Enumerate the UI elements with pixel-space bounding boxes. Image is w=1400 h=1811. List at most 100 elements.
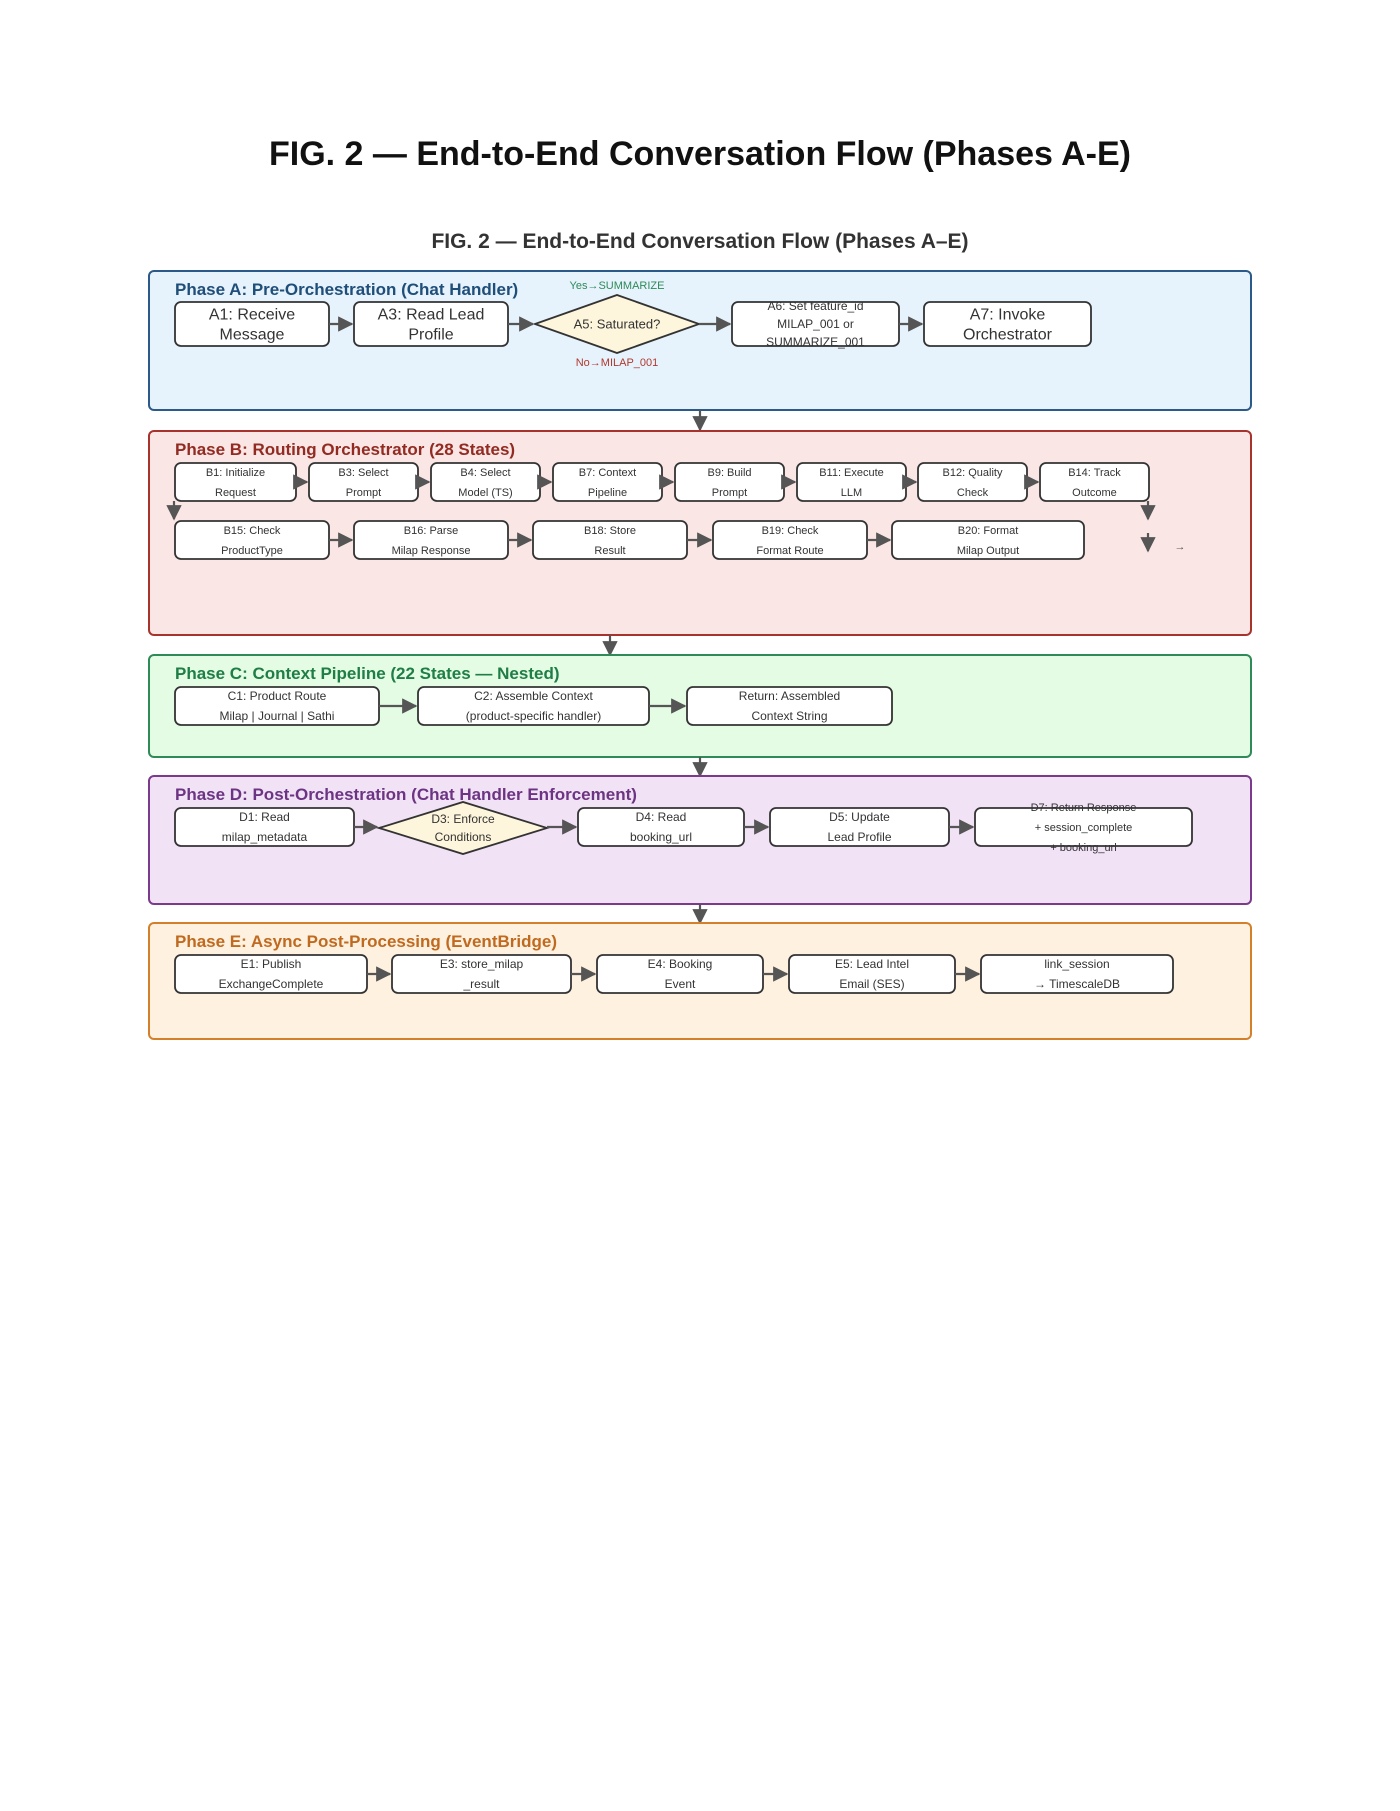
node-b4-label: B4: Select xyxy=(460,467,510,479)
node-e6: link_session → TimescaleDB xyxy=(981,955,1173,993)
node-b18-label: B18: Store xyxy=(584,525,636,537)
node-d5-label: Lead Profile xyxy=(827,830,891,844)
node-d7-label: + session_complete xyxy=(1035,822,1133,834)
phase-e-title: Phase E: Async Post-Processing (EventBri… xyxy=(175,932,557,951)
node-c1-label: Milap | Journal | Sathi xyxy=(220,709,335,723)
no-branch-label: No→MILAP_001 xyxy=(576,357,659,369)
node-a3: A3: Read LeadProfile xyxy=(354,302,508,346)
node-e3-label: _result xyxy=(462,977,500,991)
decision-d3-label: Conditions xyxy=(435,830,492,844)
node-b11-label: LLM xyxy=(841,487,862,499)
node-e4-label: E4: Booking xyxy=(648,957,713,971)
node-b3-label: B3: Select xyxy=(338,467,388,479)
node-a6-label: A6: Set feature_id xyxy=(767,299,863,313)
node-b18-label: Result xyxy=(594,545,625,557)
node-e3: E3: store_milap _result xyxy=(392,955,571,993)
node-e5-label: E5: Lead Intel xyxy=(835,957,909,971)
node-b7-label: B7: Context xyxy=(579,467,636,479)
node-d5: D5: UpdateLead Profile xyxy=(770,808,949,846)
node-b20-label: B20: Format xyxy=(958,525,1019,537)
node-b16: B16: ParseMilap Response xyxy=(354,521,508,559)
node-b9-label: Prompt xyxy=(712,487,747,499)
node-e5: E5: Lead IntelEmail (SES) xyxy=(789,955,955,993)
side-arrow-label: → xyxy=(1175,541,1186,553)
node-d7: D7: Return Response+ session_complete+ b… xyxy=(975,802,1192,854)
node-b7-label: Pipeline xyxy=(588,487,627,499)
node-b12-label: B12: Quality xyxy=(943,467,1003,479)
node-cr-label: Return: Assembled xyxy=(739,689,840,703)
phase-b-title: Phase B: Routing Orchestrator (28 States… xyxy=(175,440,515,459)
node-b9: B9: BuildPrompt xyxy=(675,463,784,501)
node-e4-label: Event xyxy=(665,977,696,991)
node-a7-label: A7: Invoke xyxy=(970,307,1046,324)
node-b20-label: Milap Output xyxy=(957,545,1019,557)
node-a1-label: Message xyxy=(220,327,285,344)
node-a6: A6: Set feature_idMILAP_001 or SUMMARIZE_… xyxy=(732,299,899,349)
decision-a5-label: A5: Saturated? xyxy=(574,317,661,332)
node-e1-label: E1: Publish xyxy=(241,957,302,971)
node-b19-label: Format Route xyxy=(756,545,823,557)
node-b12-label: Check xyxy=(957,487,989,499)
node-b3-label: Prompt xyxy=(346,487,381,499)
node-b15: B15: CheckProductType xyxy=(175,521,329,559)
node-cr-label: Context String xyxy=(751,709,827,723)
phase-c-title: Phase C: Context Pipeline (22 States — N… xyxy=(175,664,560,683)
node-b3: B3: SelectPrompt xyxy=(309,463,418,501)
node-a1: A1: ReceiveMessage xyxy=(175,302,329,346)
node-b7: B7: ContextPipeline xyxy=(553,463,662,501)
node-a7: A7: InvokeOrchestrator xyxy=(924,302,1091,346)
node-e5-label: Email (SES) xyxy=(839,977,904,991)
node-b16-label: B16: Parse xyxy=(404,525,458,537)
node-c2: C2: Assemble Context (product-specific ha… xyxy=(418,687,649,725)
node-c1-label: C1: Product Route xyxy=(228,689,327,703)
node-c1: C1: Product RouteMilap | Journal | Sathi xyxy=(175,687,379,725)
node-b1-label: Request xyxy=(215,487,256,499)
node-e6-label: link_session xyxy=(1044,957,1109,971)
node-d4-label: booking_url xyxy=(630,830,692,844)
node-e6-label: → TimescaleDB xyxy=(1034,977,1120,991)
node-b4-label: Model (TS) xyxy=(458,487,512,499)
node-d1-label: milap_metadata xyxy=(222,830,308,844)
node-b16-label: Milap Response xyxy=(392,545,471,557)
node-cr: Return: AssembledContext String xyxy=(687,687,892,725)
node-b1-label: B1: Initialize xyxy=(206,467,265,479)
node-a3-label: A3: Read Lead xyxy=(378,307,485,324)
node-c2-label: (product-specific handler) xyxy=(466,709,601,723)
node-b12: B12: QualityCheck xyxy=(918,463,1027,501)
node-b14-label: Outcome xyxy=(1072,487,1117,499)
node-b15-label: B15: Check xyxy=(224,525,281,537)
node-a1-label: A1: Receive xyxy=(209,307,295,324)
node-b11: B11: ExecuteLLM xyxy=(797,463,906,501)
node-d1-label: D1: Read xyxy=(239,810,290,824)
node-b1: B1: InitializeRequest xyxy=(175,463,296,501)
phase-a-title: Phase A: Pre-Orchestration (Chat Handler… xyxy=(175,280,518,299)
node-a6-label: MILAP_001 or xyxy=(777,317,854,331)
node-b19: B19: CheckFormat Route xyxy=(713,521,867,559)
node-b18: B18: StoreResult xyxy=(533,521,687,559)
node-a6-label: SUMMARIZE_001 xyxy=(766,335,865,349)
node-b14: B14: TrackOutcome xyxy=(1040,463,1149,501)
node-d5-label: D5: Update xyxy=(829,810,890,824)
node-b19-label: B19: Check xyxy=(762,525,819,537)
node-b15-label: ProductType xyxy=(221,545,283,557)
node-d1: D1: Read milap_metadata xyxy=(175,808,354,846)
node-e4: E4: BookingEvent xyxy=(597,955,763,993)
phase-d-title: Phase D: Post-Orchestration (Chat Handle… xyxy=(175,785,637,804)
node-c2-label: C2: Assemble Context xyxy=(474,689,593,703)
node-e3-label: E3: store_milap xyxy=(440,957,524,971)
node-d7-label: D7: Return Response xyxy=(1031,802,1137,814)
yes-branch-label: Yes→SUMMARIZE xyxy=(570,280,665,292)
node-d4-label: D4: Read xyxy=(636,810,687,824)
node-b20: B20: FormatMilap Output xyxy=(892,521,1084,559)
node-b4: B4: SelectModel (TS) xyxy=(431,463,540,501)
decision-d3-label: D3: Enforce xyxy=(431,812,495,826)
node-b14-label: B14: Track xyxy=(1068,467,1121,479)
node-e1-label: ExchangeComplete xyxy=(219,977,324,991)
node-a7-label: Orchestrator xyxy=(963,327,1053,344)
node-a3-label: Profile xyxy=(408,327,453,344)
node-e1: E1: PublishExchangeComplete xyxy=(175,955,367,993)
node-b9-label: B9: Build xyxy=(707,467,751,479)
node-b11-label: B11: Execute xyxy=(819,467,884,479)
node-d4: D4: Read booking_url xyxy=(578,808,744,846)
